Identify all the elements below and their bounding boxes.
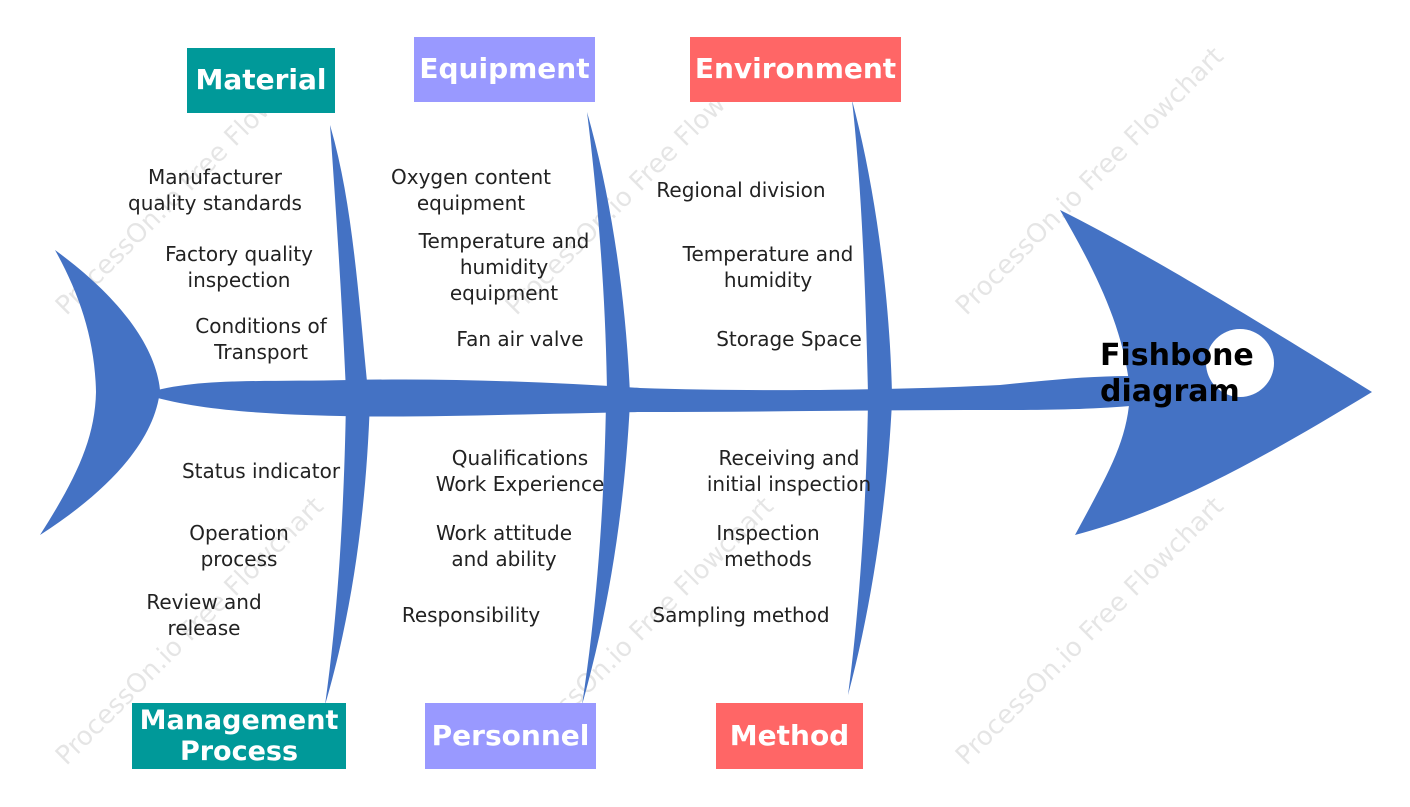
cause-personnel-3: Responsibility	[401, 603, 541, 627]
fish-eye	[1206, 329, 1274, 397]
category-environment: Environment	[690, 37, 901, 102]
bone-management	[325, 400, 370, 705]
cause-method-3: Sampling method	[652, 603, 830, 627]
cause-material-2: Factory quality inspection	[165, 242, 313, 292]
category-equipment: Equipment	[414, 37, 595, 102]
cause-method-2: Inspection methods	[716, 521, 820, 571]
fishbone-title: Fishbone diagram	[1100, 338, 1254, 409]
category-material: Material	[187, 48, 335, 113]
cause-environment-3: Storage Space	[716, 327, 862, 351]
cause-material-3: Conditions of Transport	[195, 314, 327, 364]
cause-environment-1: Regional division	[656, 178, 826, 202]
fish-spine	[150, 376, 1130, 417]
cause-equipment-2: Temperature and humidity equipment	[418, 229, 590, 305]
category-personnel: Personnel	[425, 703, 596, 769]
bone-method	[848, 402, 892, 695]
fish-tail	[40, 250, 160, 535]
cause-material-1: Manufacturer quality standards	[128, 165, 302, 215]
cause-management-3: Review and release	[146, 590, 262, 640]
bone-environment	[852, 100, 892, 395]
cause-personnel-1: Qualifications Work Experience	[435, 446, 605, 496]
bone-equipment	[587, 112, 630, 395]
cause-management-2: Operation process	[189, 521, 289, 571]
cause-equipment-1: Oxygen content equipment	[390, 165, 552, 215]
category-management-process: Management Process	[132, 703, 346, 769]
bone-material	[330, 125, 368, 392]
cause-personnel-2: Work attitude and ability	[435, 521, 573, 571]
cause-management-1: Status indicator	[181, 459, 341, 483]
cause-environment-2: Temperature and humidity	[682, 242, 854, 292]
category-method: Method	[716, 703, 863, 769]
cause-equipment-3: Fan air valve	[456, 327, 584, 351]
bone-personnel	[582, 402, 630, 705]
cause-method-1: Receiving and initial inspection	[706, 446, 872, 496]
